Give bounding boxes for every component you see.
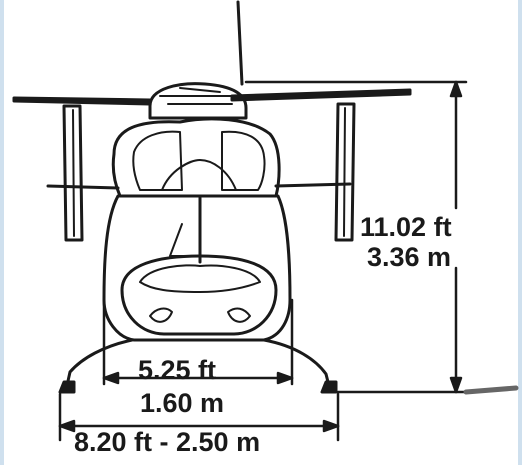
skid-track-arrow-right <box>276 371 294 385</box>
stabilizer-right <box>274 182 352 188</box>
endplate-right-spar <box>343 107 346 237</box>
chin-window-right <box>227 307 251 323</box>
endplate-left <box>62 104 84 242</box>
cabin <box>102 194 292 342</box>
height-feet-label: 11.02 ft <box>360 212 452 242</box>
frame-right-edge <box>518 0 522 465</box>
rotor-hub-detail <box>159 87 237 105</box>
width-arrow-right <box>322 419 340 433</box>
height-meters-label: 3.36 m <box>367 242 452 272</box>
skid-foot-left <box>58 380 76 394</box>
skid-strut-right <box>262 338 332 392</box>
skid-track-dimension-line <box>102 298 294 386</box>
frame-left-edge <box>0 0 4 465</box>
height-dimension-line <box>244 80 519 395</box>
endplate-right <box>334 102 356 242</box>
air-intake <box>161 159 237 191</box>
fuselage-upper <box>111 117 281 198</box>
skid-foot-right <box>320 380 338 394</box>
width-dimension-line <box>58 392 340 442</box>
nose-window <box>139 264 261 293</box>
nose-outline <box>120 254 278 336</box>
skid-track-arrow-left <box>102 371 120 385</box>
cowling-panel-right <box>221 130 266 191</box>
skid-strut-left <box>64 338 134 392</box>
rotor-blade-left <box>12 96 152 106</box>
overall-width-label: 8.20 ft - 2.50 m <box>74 427 261 457</box>
instrument-post <box>169 223 193 257</box>
height-arrow-bottom <box>449 376 463 394</box>
main-rotor <box>12 0 412 120</box>
rotor-hub <box>148 82 248 120</box>
height-arrow-top <box>449 80 463 98</box>
horizontal-stabilizer <box>46 102 356 242</box>
chin-window-left <box>149 307 173 323</box>
width-arrow-left <box>58 419 76 433</box>
cowling-panel-left <box>132 130 183 191</box>
rotor-blade-vertical <box>236 0 244 86</box>
skid-track-feet-label: 5.25 ft <box>138 355 217 385</box>
rotor-blade-right <box>230 88 412 102</box>
endplate-left-spar <box>72 109 75 237</box>
landing-skids <box>58 338 338 394</box>
skid-track-meters-label: 1.60 m <box>140 388 225 418</box>
stabilizer-left <box>46 184 120 190</box>
grey-baseline <box>463 385 519 395</box>
